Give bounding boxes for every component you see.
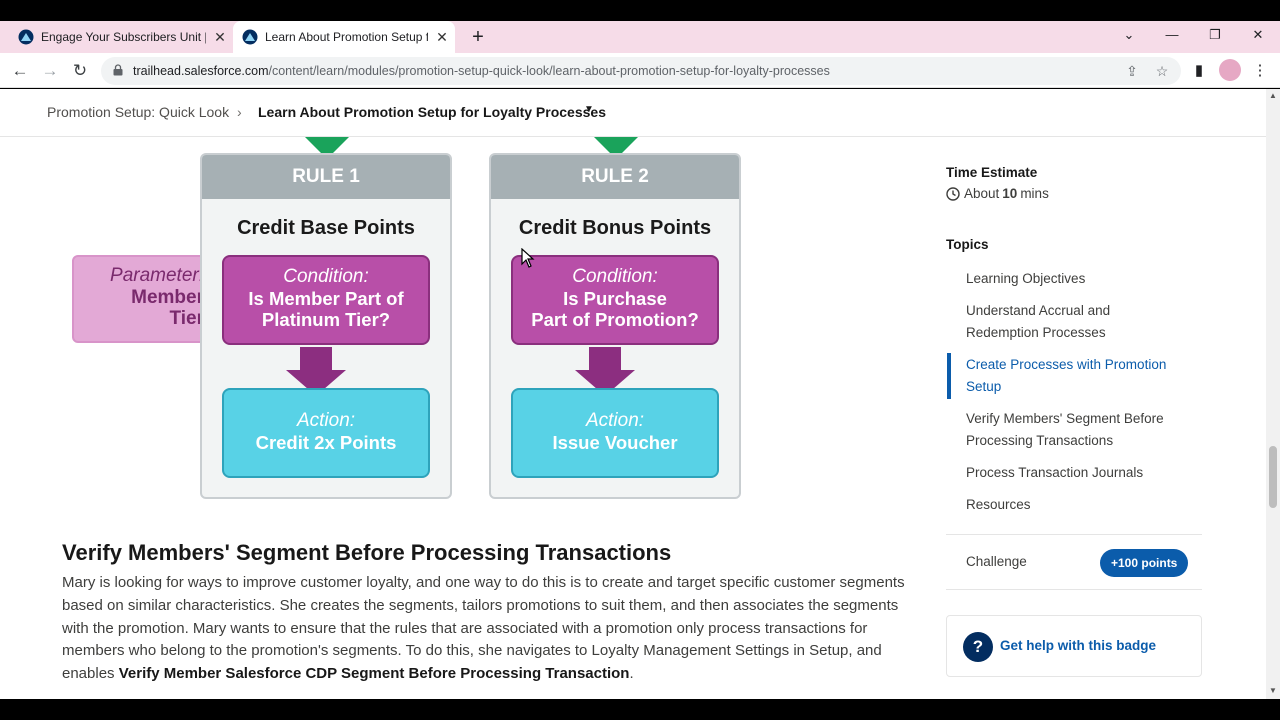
section-heading: Verify Members' Segment Before Processin… [62,540,672,565]
action-label: Action: [296,410,356,431]
restore-icon[interactable]: ❐ [1209,27,1221,42]
caret-down-icon[interactable]: ▼ [584,104,594,115]
time-prefix: About [964,186,1000,201]
url-host: trailhead.salesforce.com [133,64,269,78]
url-path: /content/learn/modules/promotion-setup-q… [268,64,830,78]
points-badge: +100 points [1100,549,1189,577]
topic-link-transaction-journals[interactable]: Process Transaction Journals [966,465,1144,480]
condition-text-line2: Part of Promotion? [531,309,699,330]
close-tab-icon[interactable]: ✕ [214,29,226,45]
rule-header: RULE 1 [202,155,450,199]
parameter-label: Parameter: [110,265,204,286]
scrollbar-thumb[interactable] [1269,446,1277,508]
mouse-cursor-icon [521,248,535,268]
forward-icon[interactable]: → [41,61,59,80]
condition-label: Condition: [572,266,658,287]
help-icon: ? [963,632,993,662]
rule-2-card: RULE 2 Credit Bonus Points Condition: Is… [489,153,741,499]
topic-link-verify-segment[interactable]: Verify Members' Segment Before Processin… [966,411,1164,448]
condition-label: Condition: [283,266,369,287]
profile-avatar[interactable] [1219,59,1241,81]
share-icon[interactable]: ⇪ [1126,63,1138,79]
close-tab-icon[interactable]: ✕ [436,29,448,45]
setting-name: Verify Member Salesforce CDP Segment Bef… [118,665,630,683]
scroll-down-icon[interactable]: ▼ [1269,686,1277,695]
url-text: trailhead.salesforce.com/content/learn/m… [133,64,830,78]
flow-arrow-shaft [300,347,332,371]
new-tab-button[interactable]: + [472,26,484,48]
parameter-value-line1: Member [131,287,204,308]
rule-header: RULE 2 [491,155,739,199]
paragraph-end: . [629,665,634,683]
tab-search-icon[interactable]: ⌄ [1123,27,1135,42]
page-scrollbar[interactable]: ▲ ▼ [1266,89,1280,699]
time-unit: mins [1020,186,1049,201]
scroll-up-icon[interactable]: ▲ [1269,91,1277,100]
action-box: Action: Credit 2x Points [222,388,430,478]
chevron-right-icon: › [237,104,242,120]
help-badge-box[interactable]: ? Get help with this badge [946,615,1202,677]
tab-title: Learn About Promotion Setup for L [265,30,428,44]
get-help-link[interactable]: Get help with this badge [1000,638,1157,653]
lock-icon [113,64,123,76]
rule-1-card: RULE 1 Credit Base Points Condition: Is … [200,153,452,499]
parameter-value-line2: Tier [169,308,204,329]
unit-sidebar: Time Estimate About 10 mins Topics Learn… [946,89,1206,699]
time-estimate-label: Time Estimate [946,165,1038,180]
time-number: 10 [1002,186,1018,201]
condition-box: Condition: Is Member Part of Platinum Ti… [222,255,430,345]
condition-text-line1: Is Member Part of [248,288,404,309]
rule-title: Credit Base Points [237,217,415,239]
tab-promotion-setup[interactable]: Learn About Promotion Setup for L ✕ [233,21,455,53]
action-text: Issue Voucher [552,432,678,453]
trailhead-icon [18,29,34,45]
menu-icon[interactable]: ⋮ [1252,62,1268,79]
topic-link-accrual-redemption[interactable]: Understand Accrual and Redemption Proces… [966,303,1111,340]
page-content: Promotion Setup: Quick Look › Learn Abou… [0,89,1266,699]
breadcrumb-module-link[interactable]: Promotion Setup: Quick Look [47,104,230,120]
tab-title: Engage Your Subscribers Unit | Sa [41,30,206,44]
browser-toolbar: ← → ↻ trailhead.salesforce.com/content/l… [0,53,1280,88]
challenge-label: Challenge [966,554,1027,569]
rule-title: Credit Bonus Points [518,217,712,239]
address-bar[interactable]: trailhead.salesforce.com/content/learn/m… [101,57,1181,85]
section-paragraph: Mary is looking for ways to improve cust… [62,572,912,686]
topics-list: Learning Objectives Understand Accrual a… [946,264,1202,522]
topic-link-learning-objectives[interactable]: Learning Objectives [966,271,1086,286]
paragraph-text: Mary is looking for ways to improve cust… [62,574,905,683]
promotion-rules-diagram: Parameter: Member Tier RULE 1 Credit Bas… [60,137,760,507]
tab-strip: Engage Your Subscribers Unit | Sa ✕ Lear… [0,21,1280,53]
tab-engage-subscribers[interactable]: Engage Your Subscribers Unit | Sa ✕ [10,21,232,53]
breadcrumb-unit-dropdown[interactable]: Learn About Promotion Setup for Loyalty … [258,104,606,120]
topic-link-create-processes[interactable]: Create Processes with Promotion Setup [946,350,1202,404]
close-window-icon[interactable]: ✕ [1252,27,1264,42]
challenge-row[interactable]: Challenge +100 points [946,534,1202,590]
action-text: Credit 2x Points [255,432,397,453]
trailhead-icon [242,29,258,45]
reload-icon[interactable]: ↻ [72,61,88,80]
clock-icon [946,186,960,201]
minimize-icon[interactable]: — [1165,27,1179,42]
action-label: Action: [585,410,645,431]
back-icon[interactable]: ← [11,61,29,80]
flow-arrow-shaft [589,347,621,371]
side-panel-icon[interactable]: ▮ [1194,62,1204,79]
condition-text-line2: Platinum Tier? [261,309,391,330]
condition-text-line1: Is Purchase [563,288,667,309]
time-estimate-value: About 10 mins [946,186,1049,201]
topic-link-resources[interactable]: Resources [966,497,1031,512]
bookmark-star-icon[interactable]: ☆ [1155,63,1169,79]
action-box: Action: Issue Voucher [511,388,719,478]
condition-box: Condition: Is Purchase Part of Promotion… [511,255,719,345]
topics-label: Topics [946,237,989,252]
breadcrumb: Promotion Setup: Quick Look › Learn Abou… [0,89,1266,137]
